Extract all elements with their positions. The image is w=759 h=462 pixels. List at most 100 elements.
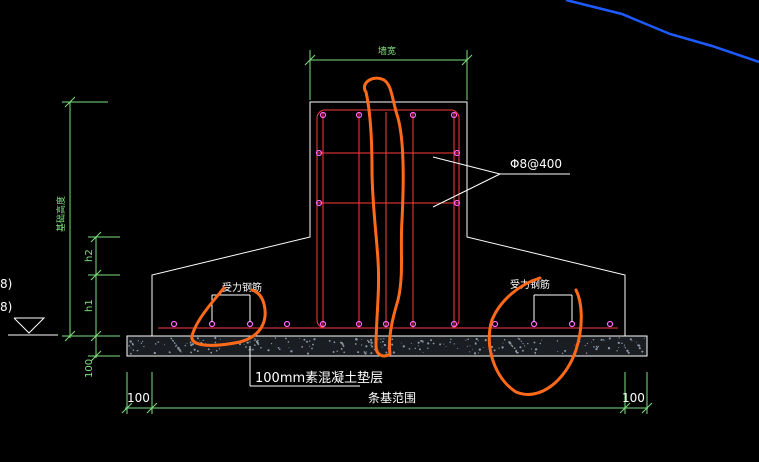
concrete-speckle xyxy=(596,346,599,349)
concrete-speckle xyxy=(332,351,335,353)
concrete-speckle xyxy=(175,344,177,346)
concrete-speckle xyxy=(360,338,362,340)
concrete-speckle xyxy=(129,340,132,343)
concrete-speckle xyxy=(132,343,134,346)
concrete-speckle xyxy=(450,338,452,341)
concrete-speckle xyxy=(309,340,311,342)
concrete-speckle xyxy=(341,343,344,346)
concrete-speckle xyxy=(400,342,402,344)
concrete-speckle xyxy=(522,342,524,345)
concrete-speckle xyxy=(285,337,287,340)
orange-stroke-left xyxy=(190,286,267,347)
concrete-speckle xyxy=(207,348,210,351)
concrete-speckle xyxy=(443,343,445,345)
concrete-speckle xyxy=(469,351,471,353)
orange-stroke-right xyxy=(487,276,583,396)
orange-stroke-center xyxy=(363,76,405,358)
concrete-speckle xyxy=(524,345,526,347)
concrete-speckle xyxy=(260,347,262,349)
cushion-label: 100mm素混凝土垫层 xyxy=(255,370,383,386)
concrete-speckle xyxy=(196,350,199,353)
concrete-speckle xyxy=(384,344,387,346)
concrete-speckle xyxy=(618,346,620,349)
concrete-speckle xyxy=(501,346,504,349)
concrete-speckle xyxy=(574,344,576,346)
concrete-speckle xyxy=(199,340,200,341)
concrete-speckle xyxy=(215,349,218,352)
concrete-speckle xyxy=(219,338,221,340)
concrete-speckle xyxy=(360,344,363,346)
concrete-speckle xyxy=(432,342,435,345)
concrete-speckle xyxy=(449,341,451,343)
concrete-speckle xyxy=(534,351,537,354)
concrete-speckle xyxy=(140,342,143,344)
concrete-speckle xyxy=(595,348,598,351)
concrete-speckle xyxy=(484,339,487,342)
dim-vertical-100-label: 100 xyxy=(84,359,95,378)
orange-annotation-marks xyxy=(190,76,583,396)
concrete-speckle xyxy=(177,349,179,351)
concrete-speckle xyxy=(482,347,484,348)
concrete-speckle xyxy=(534,353,536,355)
concrete-speckle xyxy=(607,347,611,350)
concrete-speckle xyxy=(274,337,277,339)
elevation-marker xyxy=(8,317,58,336)
concrete-speckle xyxy=(267,349,270,352)
concrete-speckle xyxy=(637,344,639,346)
concrete-speckle xyxy=(511,345,514,348)
concrete-speckle xyxy=(278,348,281,351)
concrete-speckle xyxy=(493,349,496,352)
concrete-speckle xyxy=(313,338,316,341)
concrete-speckle xyxy=(533,341,536,344)
concrete-speckle xyxy=(628,351,630,353)
concrete-speckle xyxy=(474,342,477,345)
concrete-speckle xyxy=(427,347,429,350)
concrete-speckle xyxy=(585,352,588,354)
concrete-speckle xyxy=(132,349,135,351)
concrete-speckle xyxy=(518,338,520,341)
concrete-speckle xyxy=(248,349,250,351)
concrete-speckle xyxy=(510,344,513,347)
concrete-speckle xyxy=(541,339,543,341)
concrete-speckle xyxy=(342,345,345,347)
concrete-speckle xyxy=(190,343,193,347)
concrete-speckle xyxy=(391,338,394,341)
concrete-speckle xyxy=(626,349,629,352)
concrete-speckle xyxy=(178,349,182,352)
concrete-speckle xyxy=(519,346,522,349)
concrete-speckle xyxy=(408,347,411,350)
concrete-speckle xyxy=(586,342,589,345)
concrete-speckle xyxy=(637,344,641,347)
footing-outline xyxy=(127,101,647,337)
concrete-speckle xyxy=(473,352,477,355)
concrete-speckle xyxy=(564,349,567,352)
concrete-speckle xyxy=(249,341,251,343)
concrete-speckle xyxy=(422,352,424,354)
concrete-speckle xyxy=(254,338,256,340)
cushion-leader xyxy=(249,346,360,387)
concrete-speckle xyxy=(184,344,187,347)
right-edge-rebar-leader xyxy=(533,294,573,322)
concrete-speckle xyxy=(392,351,396,354)
concrete-speckle xyxy=(457,347,459,350)
top-width-dimension xyxy=(304,50,473,100)
concrete-speckle xyxy=(427,342,430,345)
concrete-speckle xyxy=(402,345,405,348)
concrete-speckle xyxy=(367,339,369,342)
concrete-speckle xyxy=(472,348,473,350)
concrete-speckle xyxy=(591,341,592,343)
concrete-speckle xyxy=(561,352,564,355)
concrete-speckle xyxy=(603,340,605,342)
concrete-speckle xyxy=(254,344,256,346)
concrete-speckle xyxy=(367,340,370,344)
concrete-speckle xyxy=(534,348,538,351)
concrete-speckle xyxy=(382,340,384,343)
concrete-speckle xyxy=(277,347,280,349)
concrete-speckle xyxy=(502,342,504,344)
concrete-speckle xyxy=(253,340,255,342)
concrete-speckle xyxy=(539,342,542,345)
concrete-speckle xyxy=(270,342,273,345)
concrete-speckle xyxy=(414,347,417,350)
concrete-speckle xyxy=(143,345,145,348)
